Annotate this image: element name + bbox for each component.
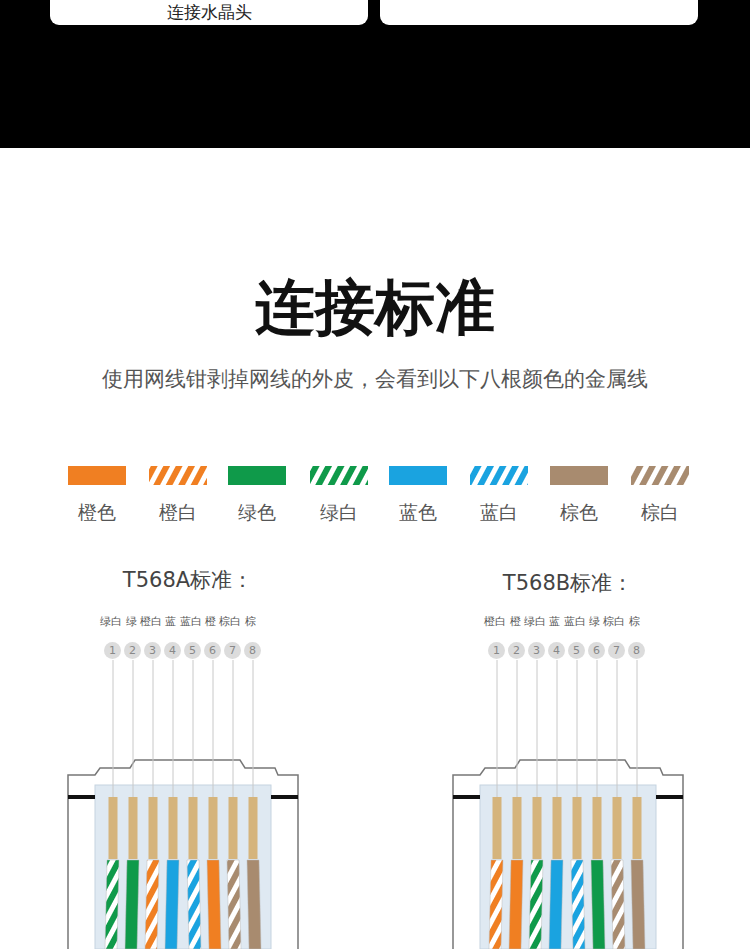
legend-label: 绿白 xyxy=(320,500,358,526)
node-text: 6 xyxy=(593,644,600,657)
node-text: 7 xyxy=(229,644,236,657)
node-text: 7 xyxy=(613,644,620,657)
node-text: 3 xyxy=(149,644,156,657)
pin-number: 3 xyxy=(144,642,161,659)
title: 连接标准 xyxy=(255,268,495,349)
pin-number: 7 xyxy=(608,642,625,659)
color-swatch xyxy=(470,466,528,485)
node-text: 3 xyxy=(533,644,540,657)
color-swatch xyxy=(389,466,447,485)
legend-label: 蓝色 xyxy=(399,500,437,526)
rj45-plug xyxy=(453,660,683,949)
node-text: 2 xyxy=(129,644,136,657)
legend-label: 橙白 xyxy=(159,500,197,526)
pin-number: 8 xyxy=(628,642,645,659)
legend-label: 橙色 xyxy=(78,500,116,526)
wire-order: 橙白 橙 绿白 蓝 蓝白 绿 棕白 棕 xyxy=(484,615,639,629)
pin-number: 1 xyxy=(488,642,505,659)
standard-name: T568B标准： xyxy=(503,569,633,597)
node-text: 5 xyxy=(189,644,196,657)
cut-box xyxy=(380,0,698,25)
pin-number: 5 xyxy=(184,642,201,659)
legend-label: 绿色 xyxy=(238,500,276,526)
node-text: 2 xyxy=(513,644,520,657)
node-text: 连接水晶头 xyxy=(167,1,252,24)
pin-number: 8 xyxy=(244,642,261,659)
pin-number: 2 xyxy=(508,642,525,659)
pin-number: 6 xyxy=(588,642,605,659)
legend-label: 蓝白 xyxy=(480,500,518,526)
legend-label: 棕白 xyxy=(641,500,679,526)
node-text: 1 xyxy=(109,644,116,657)
color-swatch xyxy=(310,466,368,485)
color-swatch xyxy=(550,466,608,485)
color-swatch xyxy=(228,466,286,485)
pin-number: 1 xyxy=(104,642,121,659)
standard-name: T568A标准： xyxy=(123,566,253,594)
node-text: 6 xyxy=(209,644,216,657)
pin-number: 3 xyxy=(528,642,545,659)
pin-number: 4 xyxy=(548,642,565,659)
node-text: 4 xyxy=(553,644,560,657)
node-text: 1 xyxy=(493,644,500,657)
node-text: 8 xyxy=(249,644,256,657)
wire-order: 绿白 绿 橙白 蓝 蓝白 橙 棕白 棕 xyxy=(100,615,255,629)
color-swatch xyxy=(631,466,689,485)
node-text: 5 xyxy=(573,644,580,657)
legend-label: 棕色 xyxy=(560,500,598,526)
color-swatch xyxy=(149,466,207,485)
node-text: 4 xyxy=(169,644,176,657)
node-text: 8 xyxy=(633,644,640,657)
pin-number: 7 xyxy=(224,642,241,659)
subtitle: 使用网线钳剥掉网线的外皮，会看到以下八根颜色的金属线 xyxy=(102,365,648,393)
pin-number: 5 xyxy=(568,642,585,659)
pin-number: 6 xyxy=(204,642,221,659)
rj45-plug xyxy=(68,660,298,949)
pin-number: 2 xyxy=(124,642,141,659)
color-swatch xyxy=(68,466,126,485)
text-box: 连接水晶头 xyxy=(50,0,368,25)
pin-number: 4 xyxy=(164,642,181,659)
